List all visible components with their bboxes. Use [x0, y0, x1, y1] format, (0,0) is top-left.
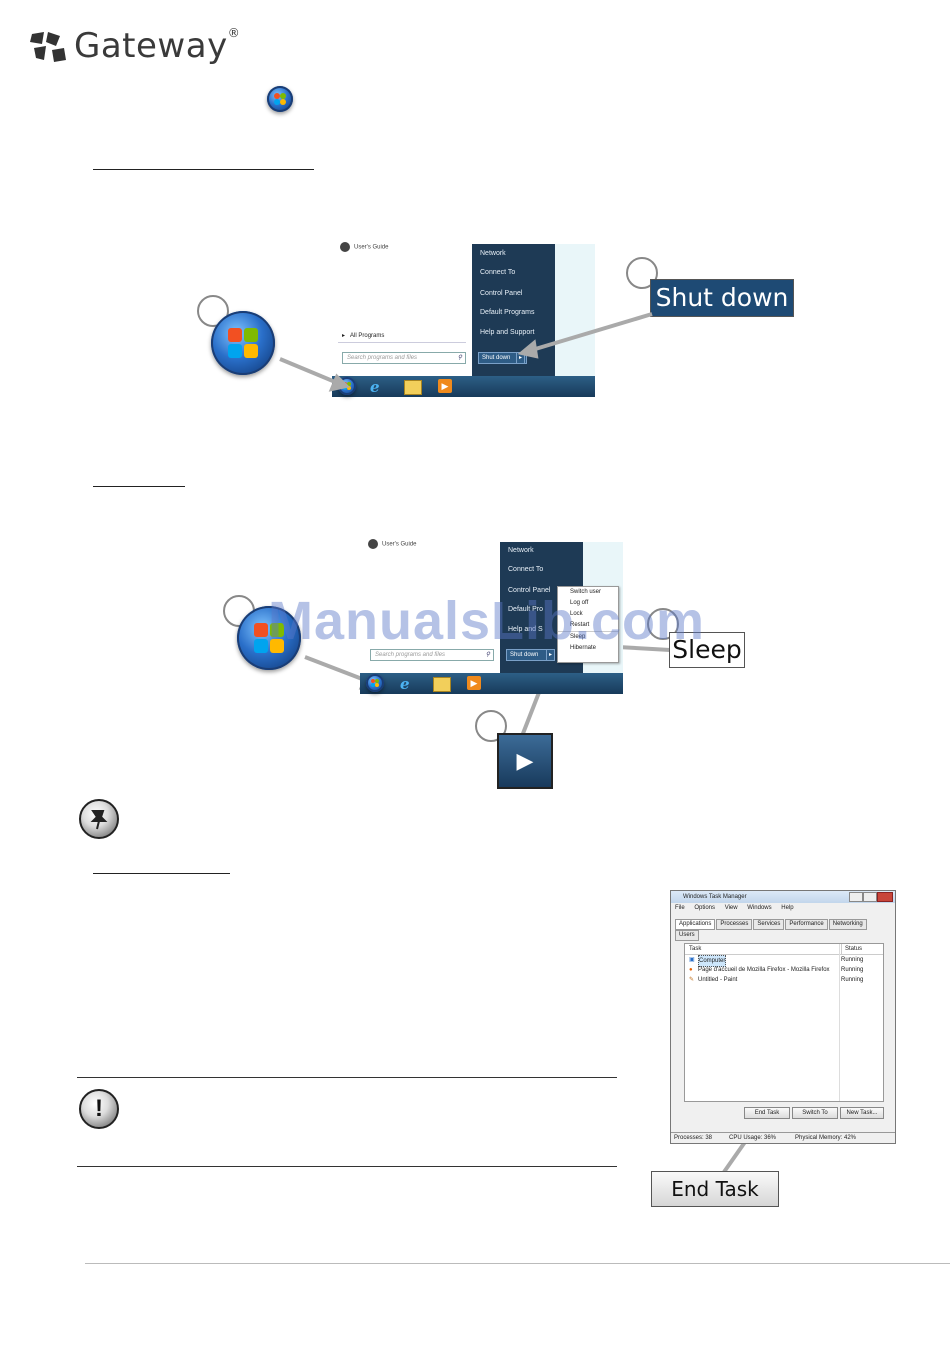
table-row[interactable]: ● Page d'accueil de Mozilla Firefox - Mo…: [689, 967, 864, 973]
watermark: ManualsLib.com: [268, 591, 706, 651]
submenu-switch-user[interactable]: Switch user: [570, 589, 602, 595]
explorer-icon[interactable]: [433, 677, 451, 692]
tab-services[interactable]: Services: [753, 919, 785, 930]
menu-help-support[interactable]: Help and Support: [480, 329, 535, 336]
all-programs-item[interactable]: ▸ All Programs: [342, 333, 385, 339]
paint-icon: ✎: [689, 977, 695, 983]
tab-applications[interactable]: Applications: [675, 919, 716, 930]
table-row[interactable]: ▣ Computer Running: [685, 955, 883, 967]
menu-default-programs[interactable]: Default Programs: [480, 309, 535, 316]
menu-file[interactable]: File: [675, 905, 685, 911]
user-guide-item[interactable]: User's Guide: [340, 242, 389, 252]
gateway-logo: [30, 30, 70, 64]
status-bar: Processes: 38 CPU Usage: 36% Physical Me…: [671, 1132, 895, 1144]
shutdown-arrow-button[interactable]: ▸: [546, 649, 555, 661]
minimize-button[interactable]: [849, 892, 863, 902]
search-icon: ⚲: [457, 355, 462, 361]
end-task-zoom-label: End Task: [651, 1171, 779, 1207]
menu-options[interactable]: Options: [694, 905, 716, 911]
windows-start-orb-large: [211, 311, 275, 375]
windows-start-orb-large: [237, 606, 301, 670]
ie-icon[interactable]: e: [370, 378, 380, 396]
menu-default-programs[interactable]: Default Pro: [508, 606, 544, 613]
table-row[interactable]: ✎ Untitled - Paint Running: [689, 977, 864, 983]
ie-icon[interactable]: e: [400, 675, 410, 693]
menu-network[interactable]: Network: [480, 250, 506, 257]
warning-bottom-rule: [77, 1166, 617, 1167]
search-input[interactable]: Search programs and files⚲: [370, 649, 494, 661]
submenu-restart[interactable]: Restart: [558, 620, 618, 632]
tab-networking[interactable]: Networking: [828, 919, 867, 930]
new-task-button[interactable]: New Task...: [840, 1107, 884, 1119]
tab-performance[interactable]: Performance: [785, 919, 828, 930]
start-menu-screenshot-shutdown: User's Guide ▸ All Programs Search progr…: [332, 242, 595, 397]
tab-processes[interactable]: Processes: [716, 919, 753, 930]
section-underline: [93, 486, 185, 487]
close-button[interactable]: [877, 892, 893, 902]
taskbar: [360, 673, 623, 694]
task-list: Task Status ▣ Computer Running ● Page d'…: [684, 943, 884, 1102]
user-guide-item[interactable]: User's Guide: [368, 539, 417, 549]
sleep-zoom-label: Sleep: [669, 632, 745, 668]
maximize-button[interactable]: [863, 892, 877, 902]
menu-connect-to[interactable]: Connect To: [480, 269, 516, 276]
submenu-hibernate[interactable]: Hibernate: [570, 645, 597, 651]
start-button-icon[interactable]: [366, 674, 384, 692]
search-input[interactable]: Search programs and files⚲: [342, 352, 466, 364]
taskbar: [332, 376, 595, 397]
menu-view[interactable]: View: [724, 905, 738, 911]
menu-windows[interactable]: Windows: [747, 905, 772, 911]
shutdown-arrow-zoom: ▶: [497, 733, 553, 789]
column-task[interactable]: Task: [689, 946, 702, 952]
search-icon: ⚲: [485, 652, 490, 658]
firefox-icon: ●: [689, 967, 693, 973]
menu-help[interactable]: Help: [781, 905, 794, 911]
task-manager-window: Windows Task Manager File Options View W…: [670, 890, 896, 1144]
switch-to-button[interactable]: Switch To: [792, 1107, 838, 1119]
computer-icon: ▣: [689, 957, 695, 963]
footer-rule: [85, 1263, 950, 1264]
callout-marker: [475, 710, 507, 742]
section-underline: [93, 169, 314, 170]
gateway-logo-icon: [30, 32, 66, 62]
warning-exclamation-icon: !: [79, 1089, 119, 1129]
section-underline: [93, 873, 230, 874]
shutdown-zoom-label: Shut down: [650, 279, 794, 317]
submenu-sleep[interactable]: Sleep: [570, 634, 586, 640]
media-player-icon[interactable]: ▶: [467, 676, 481, 690]
menu-control-panel[interactable]: Control Panel: [508, 587, 551, 594]
end-task-button[interactable]: End Task: [744, 1107, 790, 1119]
submenu-lock[interactable]: Lock: [570, 611, 583, 617]
brand-name: Gateway®: [74, 26, 241, 66]
menu-network[interactable]: Network: [508, 547, 534, 554]
submenu-log-off[interactable]: Log off: [570, 600, 589, 606]
media-player-icon[interactable]: ▶: [438, 379, 452, 393]
shutdown-button[interactable]: Shut down: [478, 352, 527, 364]
menu-help-support[interactable]: Help and S: [508, 626, 543, 633]
windows-start-icon: [267, 86, 293, 112]
menu-control-panel[interactable]: Control Panel: [480, 290, 523, 297]
start-menu-screenshot-sleep: User's Guide Search programs and files⚲ …: [360, 539, 623, 694]
column-status[interactable]: Status: [841, 944, 862, 954]
explorer-icon[interactable]: [404, 380, 422, 395]
menu-connect-to[interactable]: Connect To: [508, 566, 544, 573]
note-pin-icon: [79, 799, 119, 839]
tab-users[interactable]: Users: [675, 930, 699, 941]
warning-top-rule: [77, 1077, 617, 1078]
window-title: Windows Task Manager: [671, 891, 895, 903]
shutdown-submenu: Switch user Log off Lock Restart Sleep H…: [557, 586, 619, 663]
